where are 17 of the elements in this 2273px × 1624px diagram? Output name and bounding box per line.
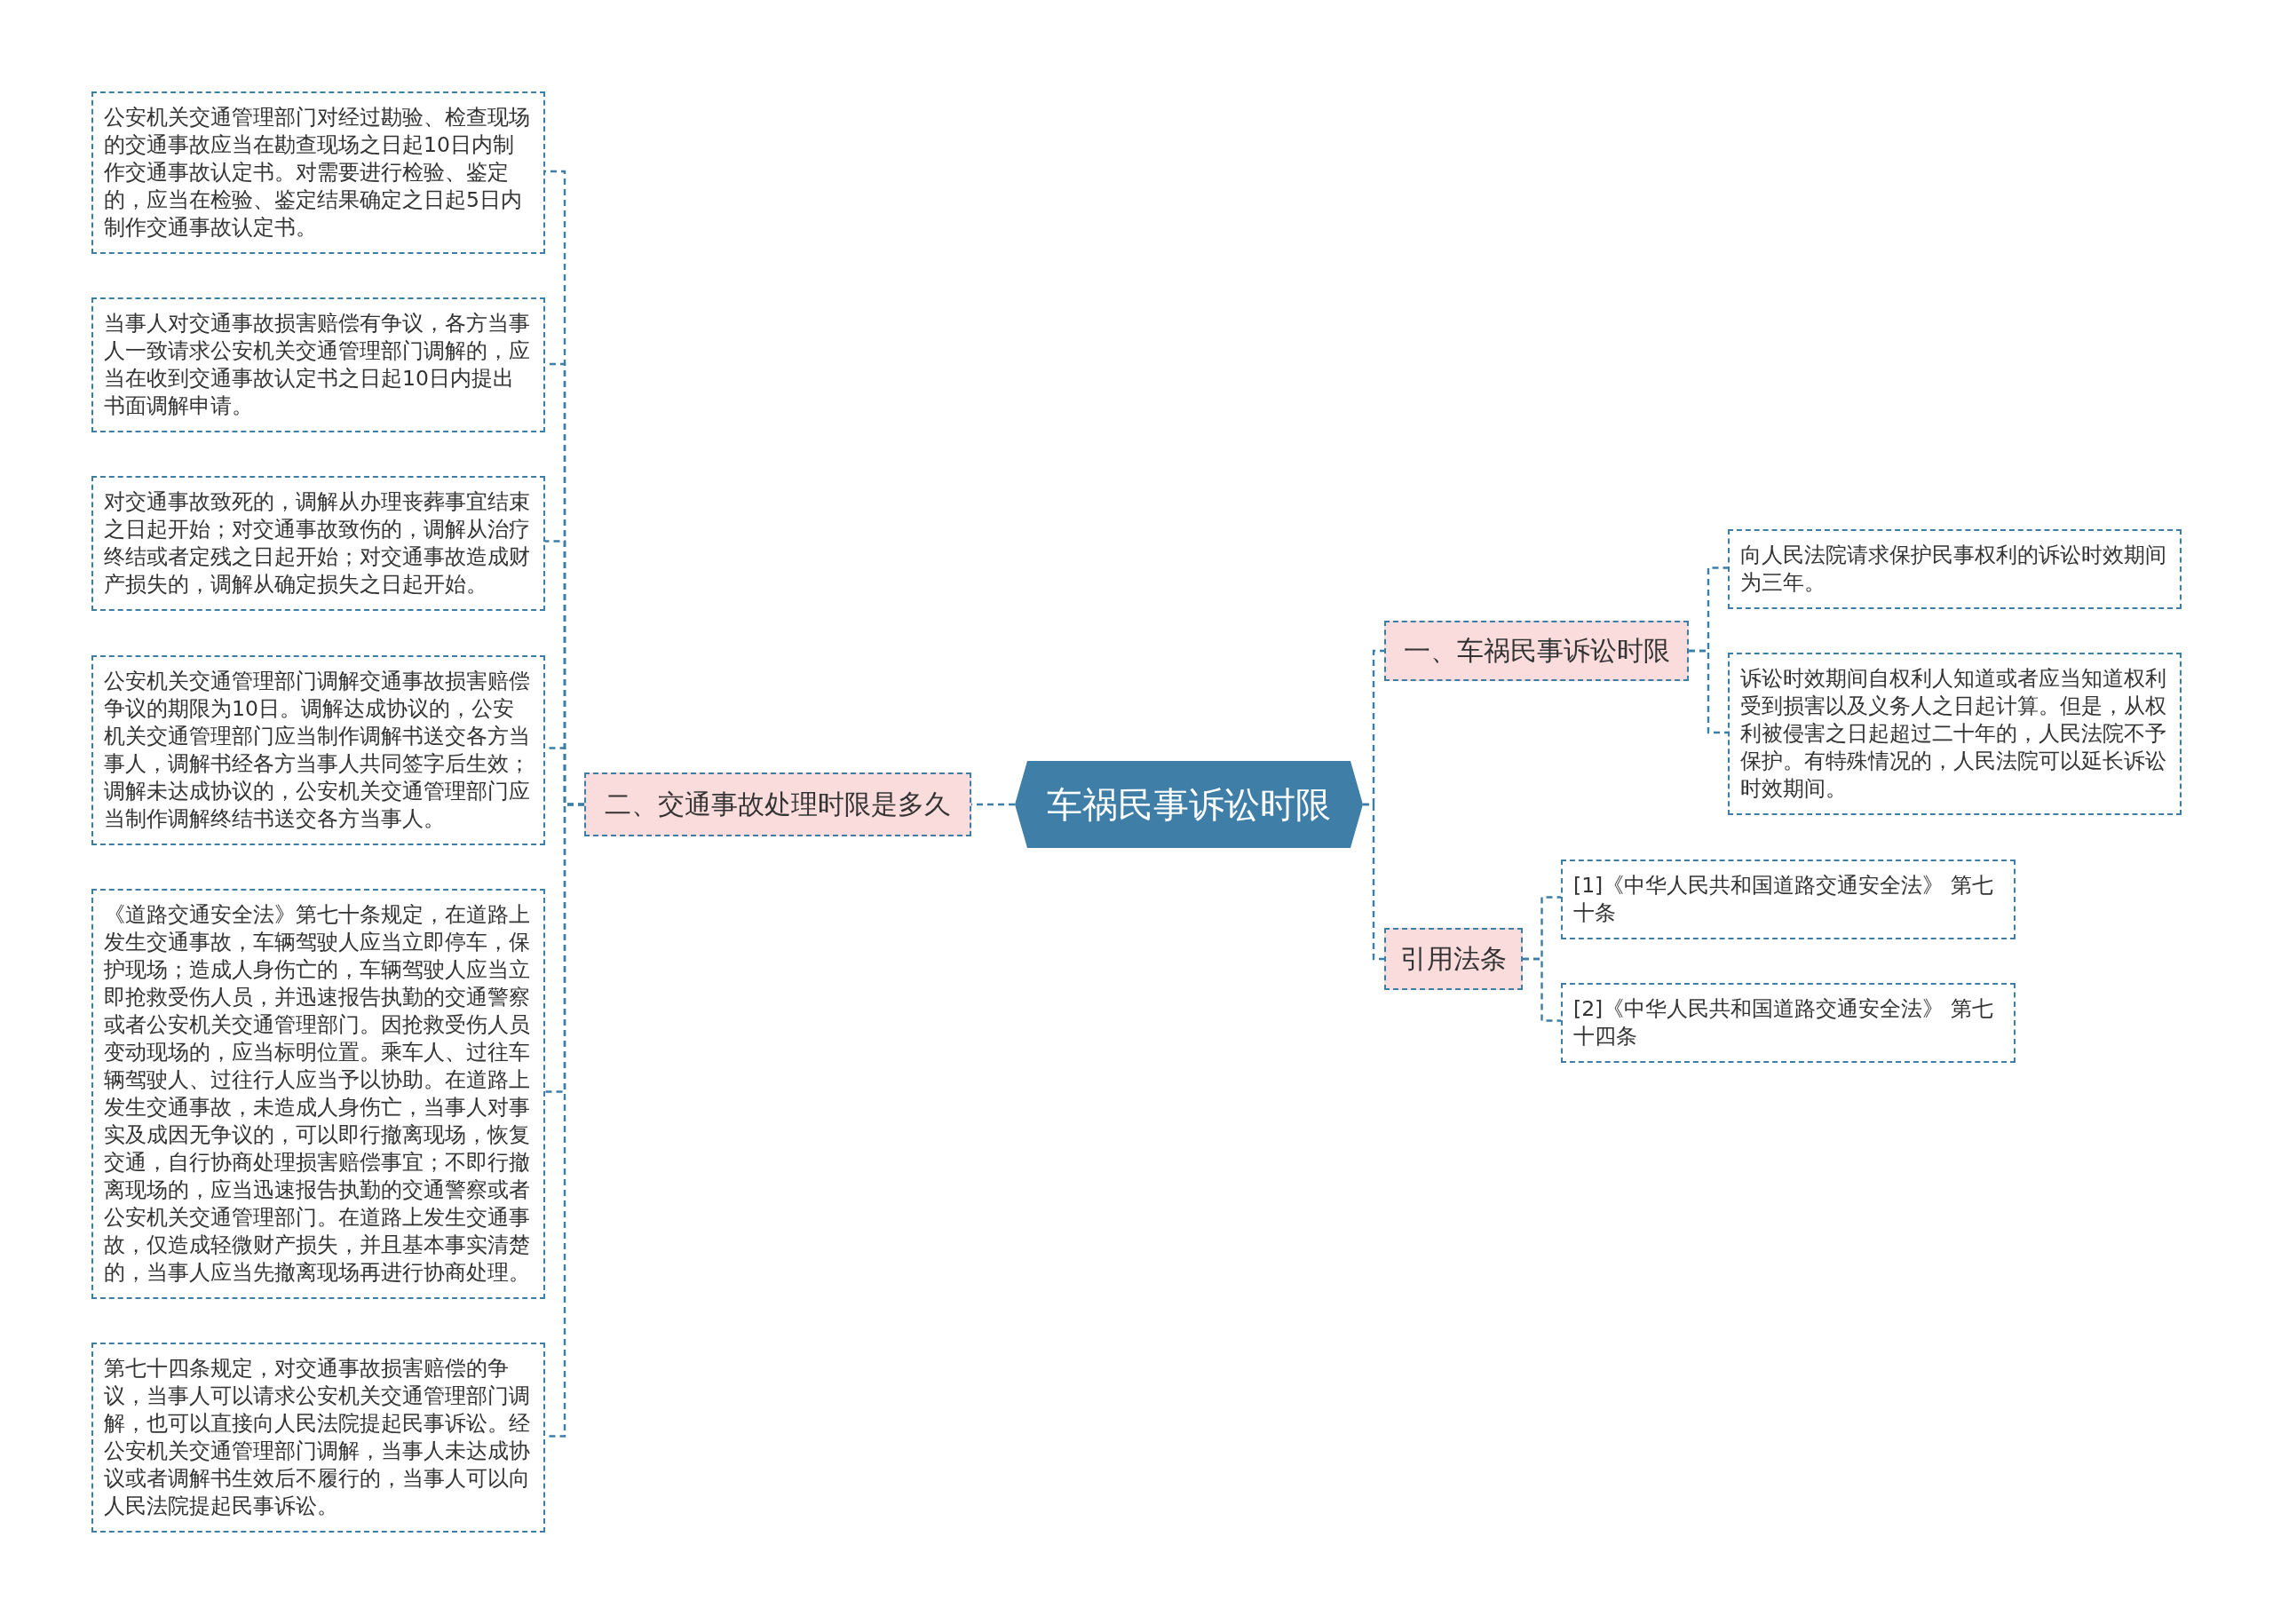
text-box: 向人民法院请求保护民事权利的诉讼时效期间为三年。 <box>1728 529 2182 609</box>
topic-box: 二、交通事故处理时限是多久 <box>584 772 971 836</box>
text-box: 当事人对交通事故损害赔偿有争议，各方当事人一致请求公安机关交通管理部门调解的，应当在收到交通事故认定书之日起10日内提出书面调解申请。 <box>91 297 545 432</box>
text-box: 《道路交通安全法》第七十条规定，在道路上发生交通事故，车辆驾驶人应当立即停车，保护现场；造成人身伤亡的，车辆驾驶人应当立即抢救受伤人员，并迅速报告执勤的交通警察或者公安机关交通管理部门。因抢救受伤人员变动现场的，应当标明位置。乘车人、过往车辆驾驶人、过往行人应当予以协助。在道路上发生交通事故，未造成人身伤亡，当事人对事实及成因无争议的，可以即行撤离现场，恢复交通，自行协商处理损害赔偿事宜；不即行撤离现场的，应当迅速报告执勤的交通警察或者公安机关交通管理部门。在道路上发生交通事故，仅造成轻微财产损失，并且基本事实清楚的，当事人应当先撤离现场再进行协商处理。 <box>91 889 545 1299</box>
connector-line <box>1689 649 1728 734</box>
topic-box: 一、车祸民事诉讼时限 <box>1384 621 1689 681</box>
text-box: 对交通事故致死的，调解从办理丧葬事宜结束之日起开始；对交通事故致伤的，调解从治疗终结或者定残之日起开始；对交通事故造成财产损失的，调解从确定损失之日起开始。 <box>91 476 545 611</box>
connector-line <box>1523 957 1561 1022</box>
connector-line <box>1363 803 1384 961</box>
central-topic-hexagon: 车祸民事诉讼时限 <box>1015 761 1363 848</box>
text-box: [2]《中华人民共和国道路交通安全法》 第七十四条 <box>1561 983 2016 1063</box>
text-box: 第七十四条规定，对交通事故损害赔偿的争议，当事人可以请求公安机关交通管理部门调解，也可以直接向人民法院提起民事诉讼。经公安机关交通管理部门调解，当事人未达成协议或者调解书生效后不履行的，当事人可以向人民法院提起民事诉讼。 <box>91 1343 545 1533</box>
topic-box: 引用法条 <box>1384 928 1523 990</box>
text-box: 诉讼时效期间自权利人知道或者应当知道权利受到损害以及义务人之日起计算。但是，从权利被侵害之日起超过二十年的，人民法院不予保护。有特殊情况的，人民法院可以延长诉讼时效期间。 <box>1728 653 2182 815</box>
text-box: 公安机关交通管理部门调解交通事故损害赔偿争议的期限为10日。调解达成协议的，公安机关交通管理部门应当制作调解书送交各方当事人，调解书经各方当事人共同签字后生效；调解未达成协议的，公安机关交通管理部门应当制作调解终结书送交各方当事人。 <box>91 655 545 845</box>
text-box: 公安机关交通管理部门对经过勘验、检查现场的交通事故应当在勘查现场之日起10日内制作交通事故认定书。对需要进行检验、鉴定的，应当在检验、鉴定结果确定之日起5日内制作交通事故认定书。 <box>91 91 545 254</box>
text-box: [1]《中华人民共和国道路交通安全法》 第七十条 <box>1561 860 2016 939</box>
